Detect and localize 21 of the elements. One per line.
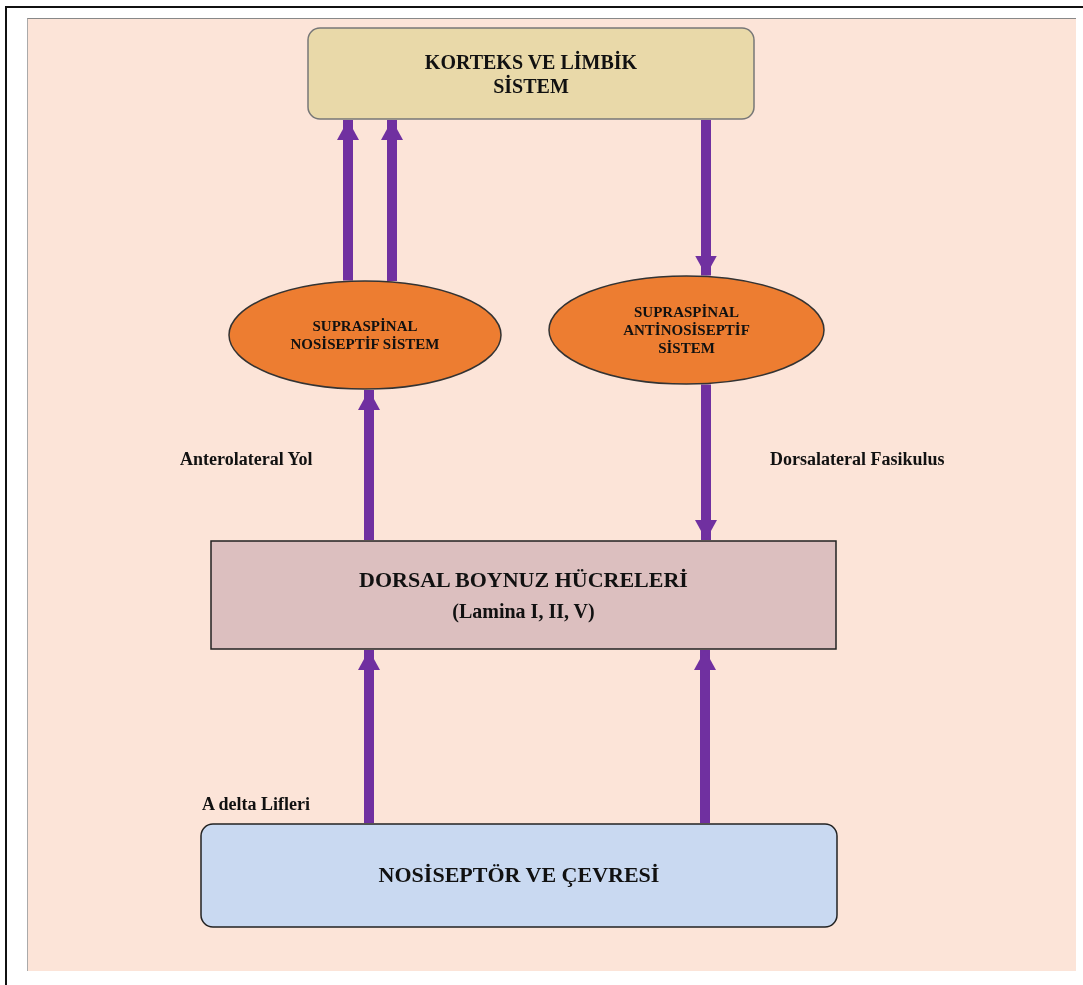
- rounded-box: [200, 823, 838, 928]
- node-title: KORTEKS VE LİMBİK SİSTEM: [423, 49, 639, 98]
- arrow: [695, 120, 717, 276]
- ellipse-node: [228, 280, 502, 390]
- process-box: [210, 540, 837, 650]
- node-title: SUPRASPİNAL NOSİSEPTİF SİSTEM: [289, 317, 441, 353]
- edge-label: Anterolateral Yol: [180, 449, 313, 470]
- node-title: NOSİSEPTÖR VE ÇEVRESİ: [378, 862, 660, 889]
- arrow: [381, 120, 403, 282]
- edge-label: A delta Lifleri: [202, 794, 310, 815]
- edge-label: Dorsalateral Fasikulus: [770, 449, 945, 470]
- arrow: [337, 120, 359, 281]
- arrow: [358, 650, 380, 823]
- node-title: SUPRASPİNAL ANTİNOSİSEPTİF SİSTEM: [622, 303, 751, 357]
- arrow: [358, 390, 380, 540]
- node-subtitle: (Lamina I, II, V): [452, 599, 595, 624]
- ellipse-node: [548, 275, 825, 385]
- node-title: DORSAL BOYNUZ HÜCRELERİ: [359, 566, 688, 594]
- arrow: [695, 384, 717, 540]
- arrow: [694, 650, 716, 823]
- rounded-box: [307, 27, 755, 120]
